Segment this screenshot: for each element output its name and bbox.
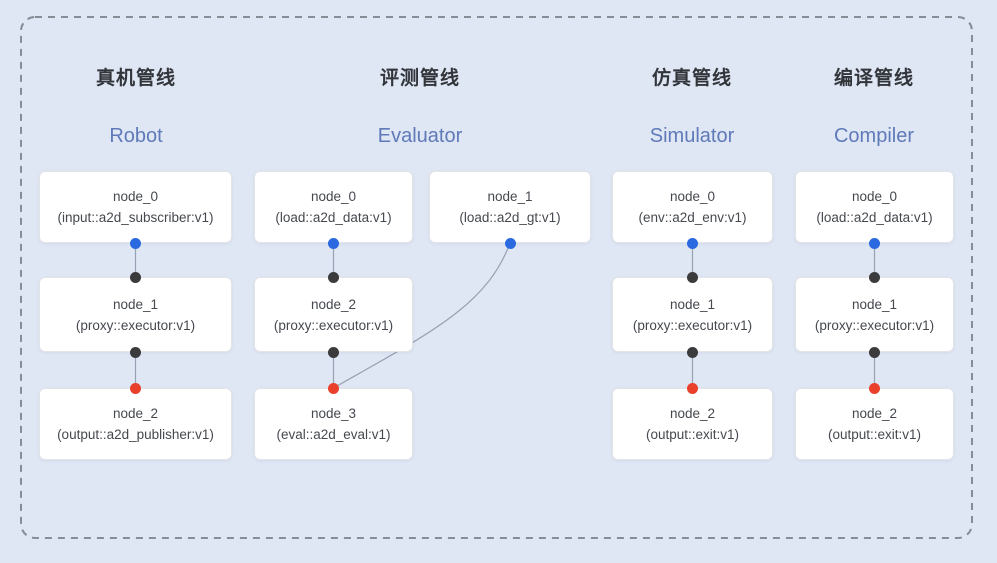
node-name: node_0 <box>669 189 716 204</box>
port-dot-blue <box>328 237 339 249</box>
port-dot-blue <box>504 237 516 249</box>
node-name: node_1 <box>487 189 533 204</box>
pipeline-title-cn-robot: 真机管线 <box>95 68 176 89</box>
edge-curve <box>333 242 511 389</box>
node-name: node_2 <box>310 296 357 312</box>
pipeline-title-cn-simulator: 仿真管线 <box>651 68 732 89</box>
node-type: (proxy::executor:v1) <box>632 317 753 333</box>
port-dot-black <box>328 271 339 283</box>
node-type: (output::exit:v1) <box>645 427 740 442</box>
port-dot-red <box>328 382 339 394</box>
node-name: node_0 <box>851 189 898 204</box>
node-box-simulator-node_2: node_2 (output::exit:v1) <box>612 388 773 460</box>
node-name: node_1 <box>112 296 159 312</box>
node-box-evaluator-node_0: node_0 (load::a2d_data:v1) <box>254 171 413 243</box>
node-type: (load::a2d_data:v1) <box>275 210 392 225</box>
node-name: node_1 <box>669 296 716 312</box>
node-name: node_3 <box>310 406 357 421</box>
node-box-robot-node_2: node_2 (output::a2d_publisher:v1) <box>39 388 232 460</box>
pipeline-title-en-evaluator: Evaluator <box>377 125 463 147</box>
node-box-compiler-node_1: node_1 (proxy::executor:v1) <box>795 277 954 352</box>
port-dot-blue <box>130 237 141 249</box>
node-type: (load::a2d_gt:v1) <box>459 210 561 225</box>
node-name: node_2 <box>851 406 898 421</box>
port-dot-black <box>328 346 339 358</box>
node-type: (proxy::executor:v1) <box>814 317 935 333</box>
node-type: (proxy::executor:v1) <box>75 317 196 333</box>
node-type: (eval::a2d_eval:v1) <box>276 427 391 442</box>
port-dot-red <box>687 382 698 394</box>
node-name: node_0 <box>112 189 159 204</box>
port-dot-black <box>130 271 141 283</box>
node-box-evaluator-node_1: node_1 (load::a2d_gt:v1) <box>429 171 591 243</box>
node-name: node_0 <box>310 189 357 204</box>
pipeline-title-en-simulator: Simulator <box>649 125 735 147</box>
port-dot-black <box>687 346 698 358</box>
port-dot-blue <box>687 237 698 249</box>
node-name: node_1 <box>851 296 898 312</box>
port-dot-black <box>869 271 880 283</box>
pipeline-title-cn-compiler: 编译管线 <box>833 68 914 89</box>
port-dot-red <box>130 382 141 394</box>
pipeline-title-cn-evaluator: 评测管线 <box>379 68 460 89</box>
port-dot-red <box>869 382 880 394</box>
node-box-compiler-node_0: node_0 (load::a2d_data:v1) <box>795 171 954 243</box>
node-name: node_2 <box>669 406 716 421</box>
port-dot-black <box>687 271 698 283</box>
node-type: (output::exit:v1) <box>827 427 922 442</box>
node-type: (output::a2d_publisher:v1) <box>57 427 214 442</box>
pipeline-title-en-robot: Robot <box>109 125 163 147</box>
node-type: (proxy::executor:v1) <box>273 317 394 333</box>
node-box-compiler-node_2: node_2 (output::exit:v1) <box>795 388 954 460</box>
node-type: (env::a2d_env:v1) <box>638 210 747 225</box>
dashed-border <box>20 16 973 539</box>
port-dot-blue <box>869 237 880 249</box>
node-type: (input::a2d_subscriber:v1) <box>57 210 214 225</box>
node-box-robot-node_1: node_1 (proxy::executor:v1) <box>39 277 232 352</box>
pipeline-title-en-compiler: Compiler <box>833 125 915 147</box>
node-box-evaluator-node_3: node_3 (eval::a2d_eval:v1) <box>254 388 413 460</box>
port-dot-black <box>130 346 141 358</box>
node-type: (load::a2d_data:v1) <box>816 210 933 225</box>
node-box-evaluator-node_2: node_2 (proxy::executor:v1) <box>254 277 413 352</box>
node-box-simulator-node_0: node_0 (env::a2d_env:v1) <box>612 171 773 243</box>
node-box-robot-node_0: node_0 (input::a2d_subscriber:v1) <box>39 171 232 243</box>
node-box-simulator-node_1: node_1 (proxy::executor:v1) <box>612 277 773 352</box>
port-dot-black <box>869 346 880 358</box>
node-name: node_2 <box>112 406 159 421</box>
